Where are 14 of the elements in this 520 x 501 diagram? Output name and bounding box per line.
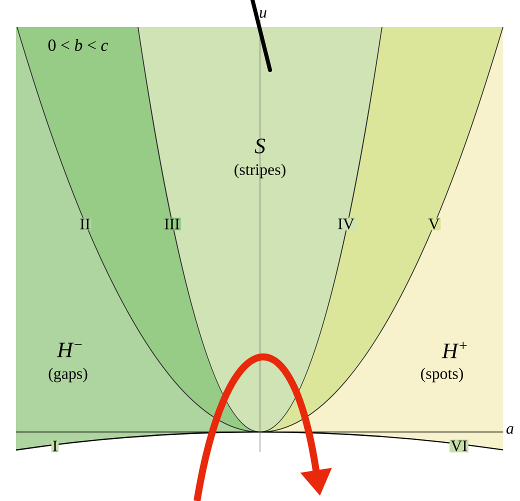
region-label: H$^{−}$ — [56, 342, 82, 358]
region-caption: (gaps) — [48, 368, 88, 382]
region-caption: (stripes) — [234, 164, 286, 178]
boundary-label: III — [163, 218, 181, 230]
boundary-label: VI — [450, 440, 468, 452]
boundary-label: II — [78, 218, 92, 230]
condition-label: 0 < b < c — [48, 39, 108, 51]
axis-label: a — [506, 426, 514, 434]
axis-label: u — [260, 10, 266, 18]
region-caption: (spots) — [421, 368, 463, 382]
region-label: H$^{+}$ — [442, 342, 467, 358]
region-label: S — [254, 138, 266, 154]
boundary-label: IV — [336, 218, 356, 230]
boundary-label: V — [427, 218, 441, 230]
